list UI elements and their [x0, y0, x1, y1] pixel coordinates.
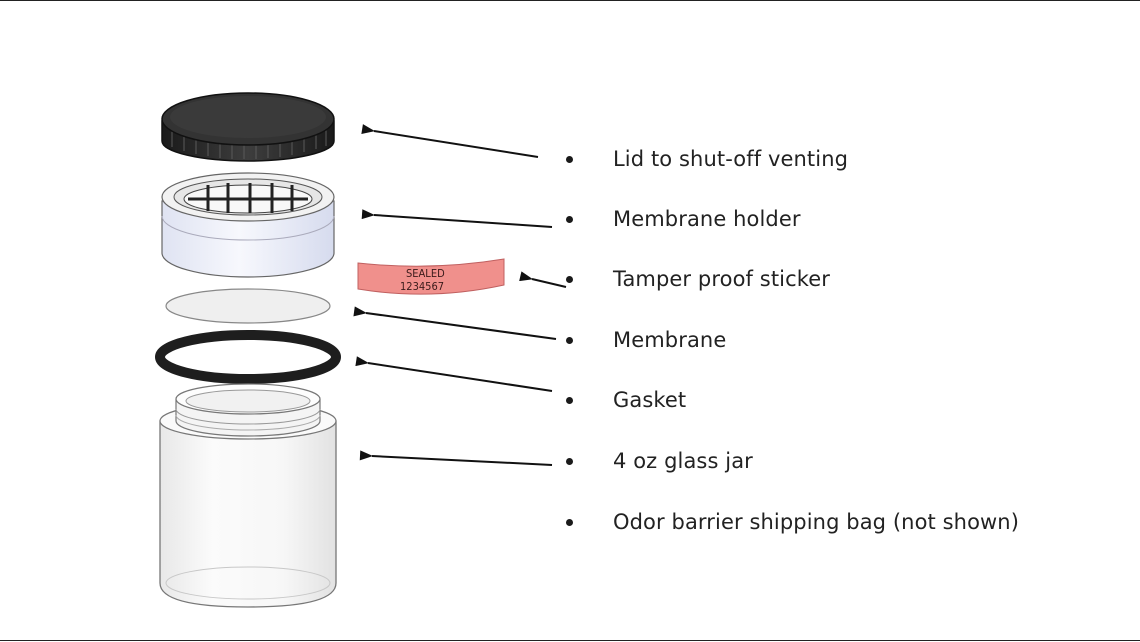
- sticker-line-2: 1234567: [400, 280, 444, 293]
- callout-arrows: [353, 124, 567, 466]
- arrow-lid: [361, 124, 539, 158]
- arrow-sticker: [519, 271, 567, 288]
- membrane-part: [165, 288, 331, 324]
- gasket-part: [155, 330, 341, 384]
- arrow-gasket: [355, 356, 553, 392]
- tamper-sticker-part: SEALED 1234567: [357, 258, 505, 295]
- membrane-holder-part: [161, 172, 335, 278]
- sticker-line-1: SEALED: [406, 267, 445, 280]
- lid-part: [161, 92, 335, 162]
- arrow-membrane: [353, 306, 557, 340]
- arrow-jar: [359, 450, 553, 466]
- jar-part: [159, 383, 337, 608]
- arrow-membrane-holder: [361, 209, 553, 228]
